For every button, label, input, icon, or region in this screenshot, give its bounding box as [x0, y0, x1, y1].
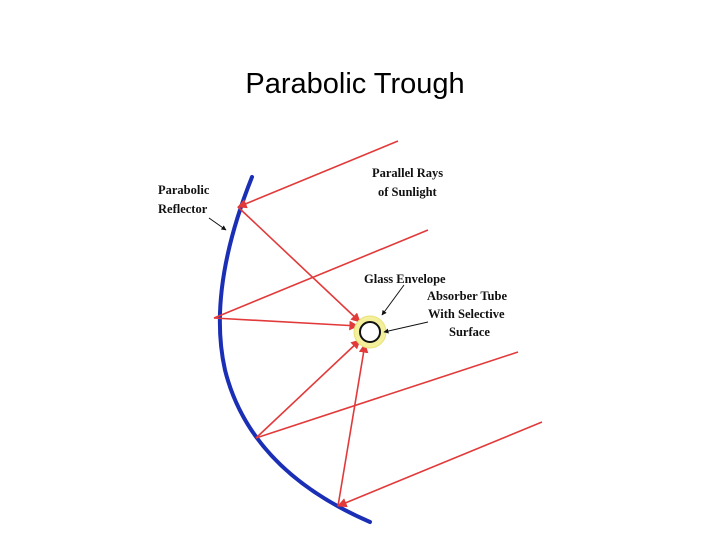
reflected-ray-4 — [337, 343, 369, 507]
absorber-label-line2: With Selective — [428, 307, 505, 321]
reflector-label-line1: Parabolic — [158, 183, 210, 197]
page-title: Parabolic Trough — [245, 68, 465, 100]
reflector-label-line2: Reflector — [158, 202, 208, 216]
rays-label-line2: of Sunlight — [378, 185, 438, 199]
incoming-ray-2 — [213, 229, 429, 319]
parabolic-reflector-curve — [217, 175, 372, 524]
reflector-pointer — [208, 217, 227, 231]
reflected-ray-2 — [213, 317, 359, 331]
absorber-tube — [359, 321, 381, 343]
reflected-ray-3 — [255, 339, 361, 439]
rays-label-line1: Parallel Rays — [372, 166, 443, 180]
reflected-ray-1 — [237, 206, 361, 323]
envelope-label: Glass Envelope — [364, 272, 446, 286]
incoming-ray-4 — [337, 421, 543, 508]
absorber-pointer — [383, 321, 429, 334]
incoming-ray-3 — [255, 351, 519, 439]
envelope-pointer — [381, 284, 405, 316]
incoming-ray-1 — [237, 140, 399, 209]
absorber-label-line3: Surface — [449, 325, 490, 339]
absorber-label-line1: Absorber Tube — [427, 289, 507, 303]
